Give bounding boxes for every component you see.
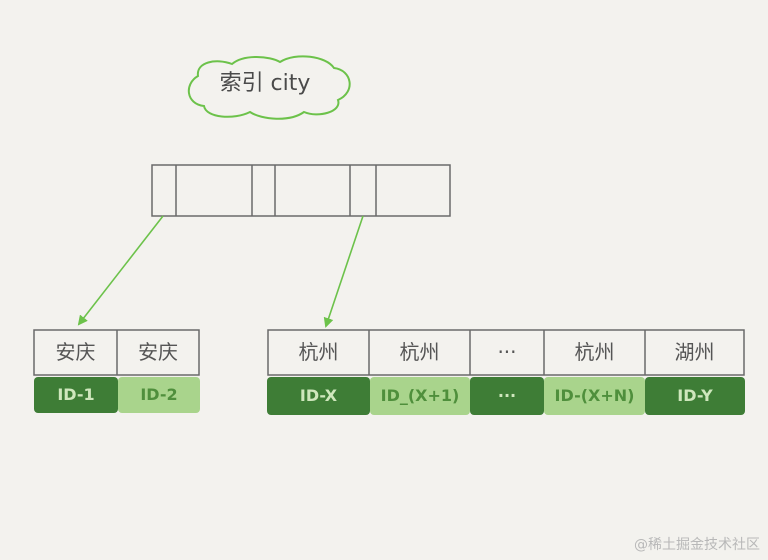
right-city-5: 湖州 bbox=[674, 340, 715, 364]
title-cloud bbox=[188, 55, 351, 120]
pointer-arrow-left bbox=[77, 215, 164, 326]
index-title: 索引 city bbox=[219, 71, 311, 96]
right-city-2: 杭州 bbox=[399, 340, 440, 364]
left-city-2: 安庆 bbox=[138, 340, 178, 364]
left-city-1: 安庆 bbox=[55, 340, 96, 364]
id-cell-ellipsis bbox=[470, 377, 544, 415]
id-cell-2 bbox=[118, 377, 200, 413]
left-id-1: ID-1 bbox=[57, 385, 95, 404]
pointer-arrow-right bbox=[323, 215, 364, 328]
right-city-1: 杭州 bbox=[298, 340, 339, 364]
right-id-x-plus-1: ID_(X+1) bbox=[380, 386, 460, 405]
left-id-2: ID-2 bbox=[140, 385, 178, 404]
watermark: @稀土掘金技术社区 bbox=[634, 537, 760, 553]
left-leaf-page bbox=[33, 329, 200, 413]
right-city-4: 杭州 bbox=[574, 340, 615, 364]
right-id-x: ID-X bbox=[299, 386, 338, 405]
id-cell-x-plus-1 bbox=[370, 377, 470, 415]
right-leaf-page bbox=[267, 329, 745, 415]
right-id-ellipsis: ··· bbox=[497, 386, 517, 405]
right-id-x-plus-n: ID-(X+N) bbox=[554, 386, 635, 405]
id-cell-x bbox=[267, 377, 370, 415]
right-leaf-city-row bbox=[267, 329, 745, 376]
internal-node bbox=[151, 164, 451, 217]
id-cell-y bbox=[645, 377, 745, 415]
right-city-ellipsis: ··· bbox=[497, 340, 517, 364]
right-id-y: ID-Y bbox=[677, 386, 713, 405]
id-cell-x-plus-n bbox=[544, 377, 645, 415]
id-cell-1 bbox=[34, 377, 118, 413]
